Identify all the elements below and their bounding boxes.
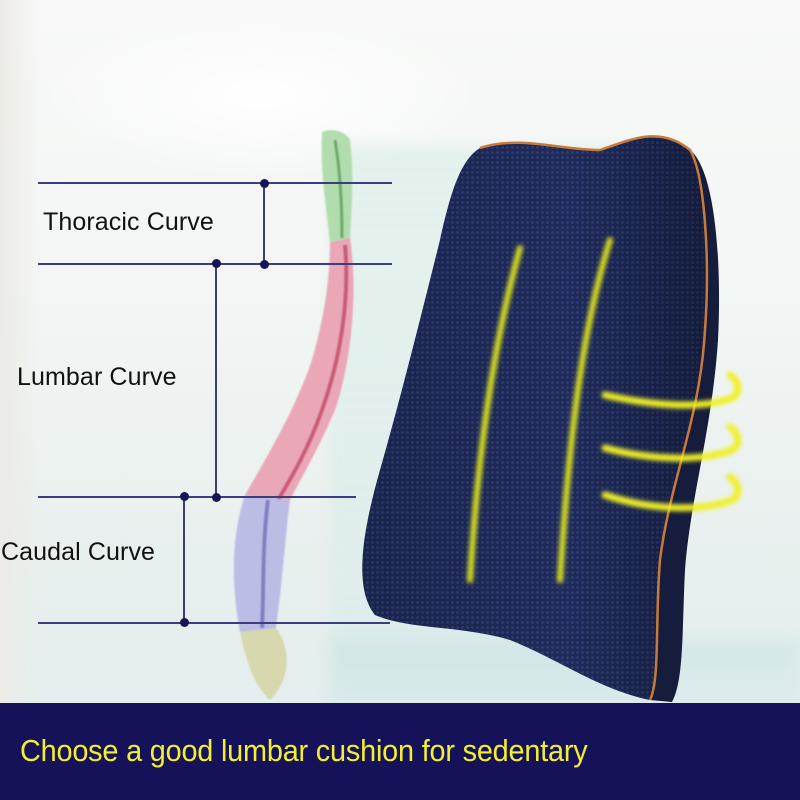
- bracket-caudal: [183, 496, 185, 622]
- bracket-dot: [260, 260, 269, 269]
- bracket-dot: [212, 259, 221, 268]
- label-thoracic-curve: Thoracic Curve: [43, 208, 214, 236]
- bracket-dot: [260, 179, 269, 188]
- promo-banner: Choose a good lumbar cushion for sedenta…: [0, 703, 800, 800]
- spine-illustration: [233, 130, 354, 700]
- guide-line-thoracic-top: [38, 182, 392, 184]
- guide-line-lumbar-bottom: [38, 496, 356, 498]
- lumbar-cushion: [362, 135, 742, 702]
- guide-line-caudal-bottom: [38, 622, 390, 624]
- banner-headline: Choose a good lumbar cushion for sedenta…: [20, 733, 588, 768]
- label-lumbar-curve: Lumbar Curve: [17, 363, 177, 391]
- label-caudal-curve: Caudal Curve: [1, 538, 156, 566]
- bracket-thoracic: [263, 183, 265, 263]
- background-wall: [0, 0, 40, 703]
- product-photo-scene: Thoracic Curve Lumbar Curve Caudal Curve: [0, 0, 800, 703]
- support-waves: [601, 371, 742, 512]
- bracket-lumbar: [215, 263, 217, 497]
- illustration: [233, 130, 742, 702]
- bracket-dot: [180, 618, 189, 627]
- bracket-dot: [212, 493, 221, 502]
- bracket-dot: [180, 492, 189, 501]
